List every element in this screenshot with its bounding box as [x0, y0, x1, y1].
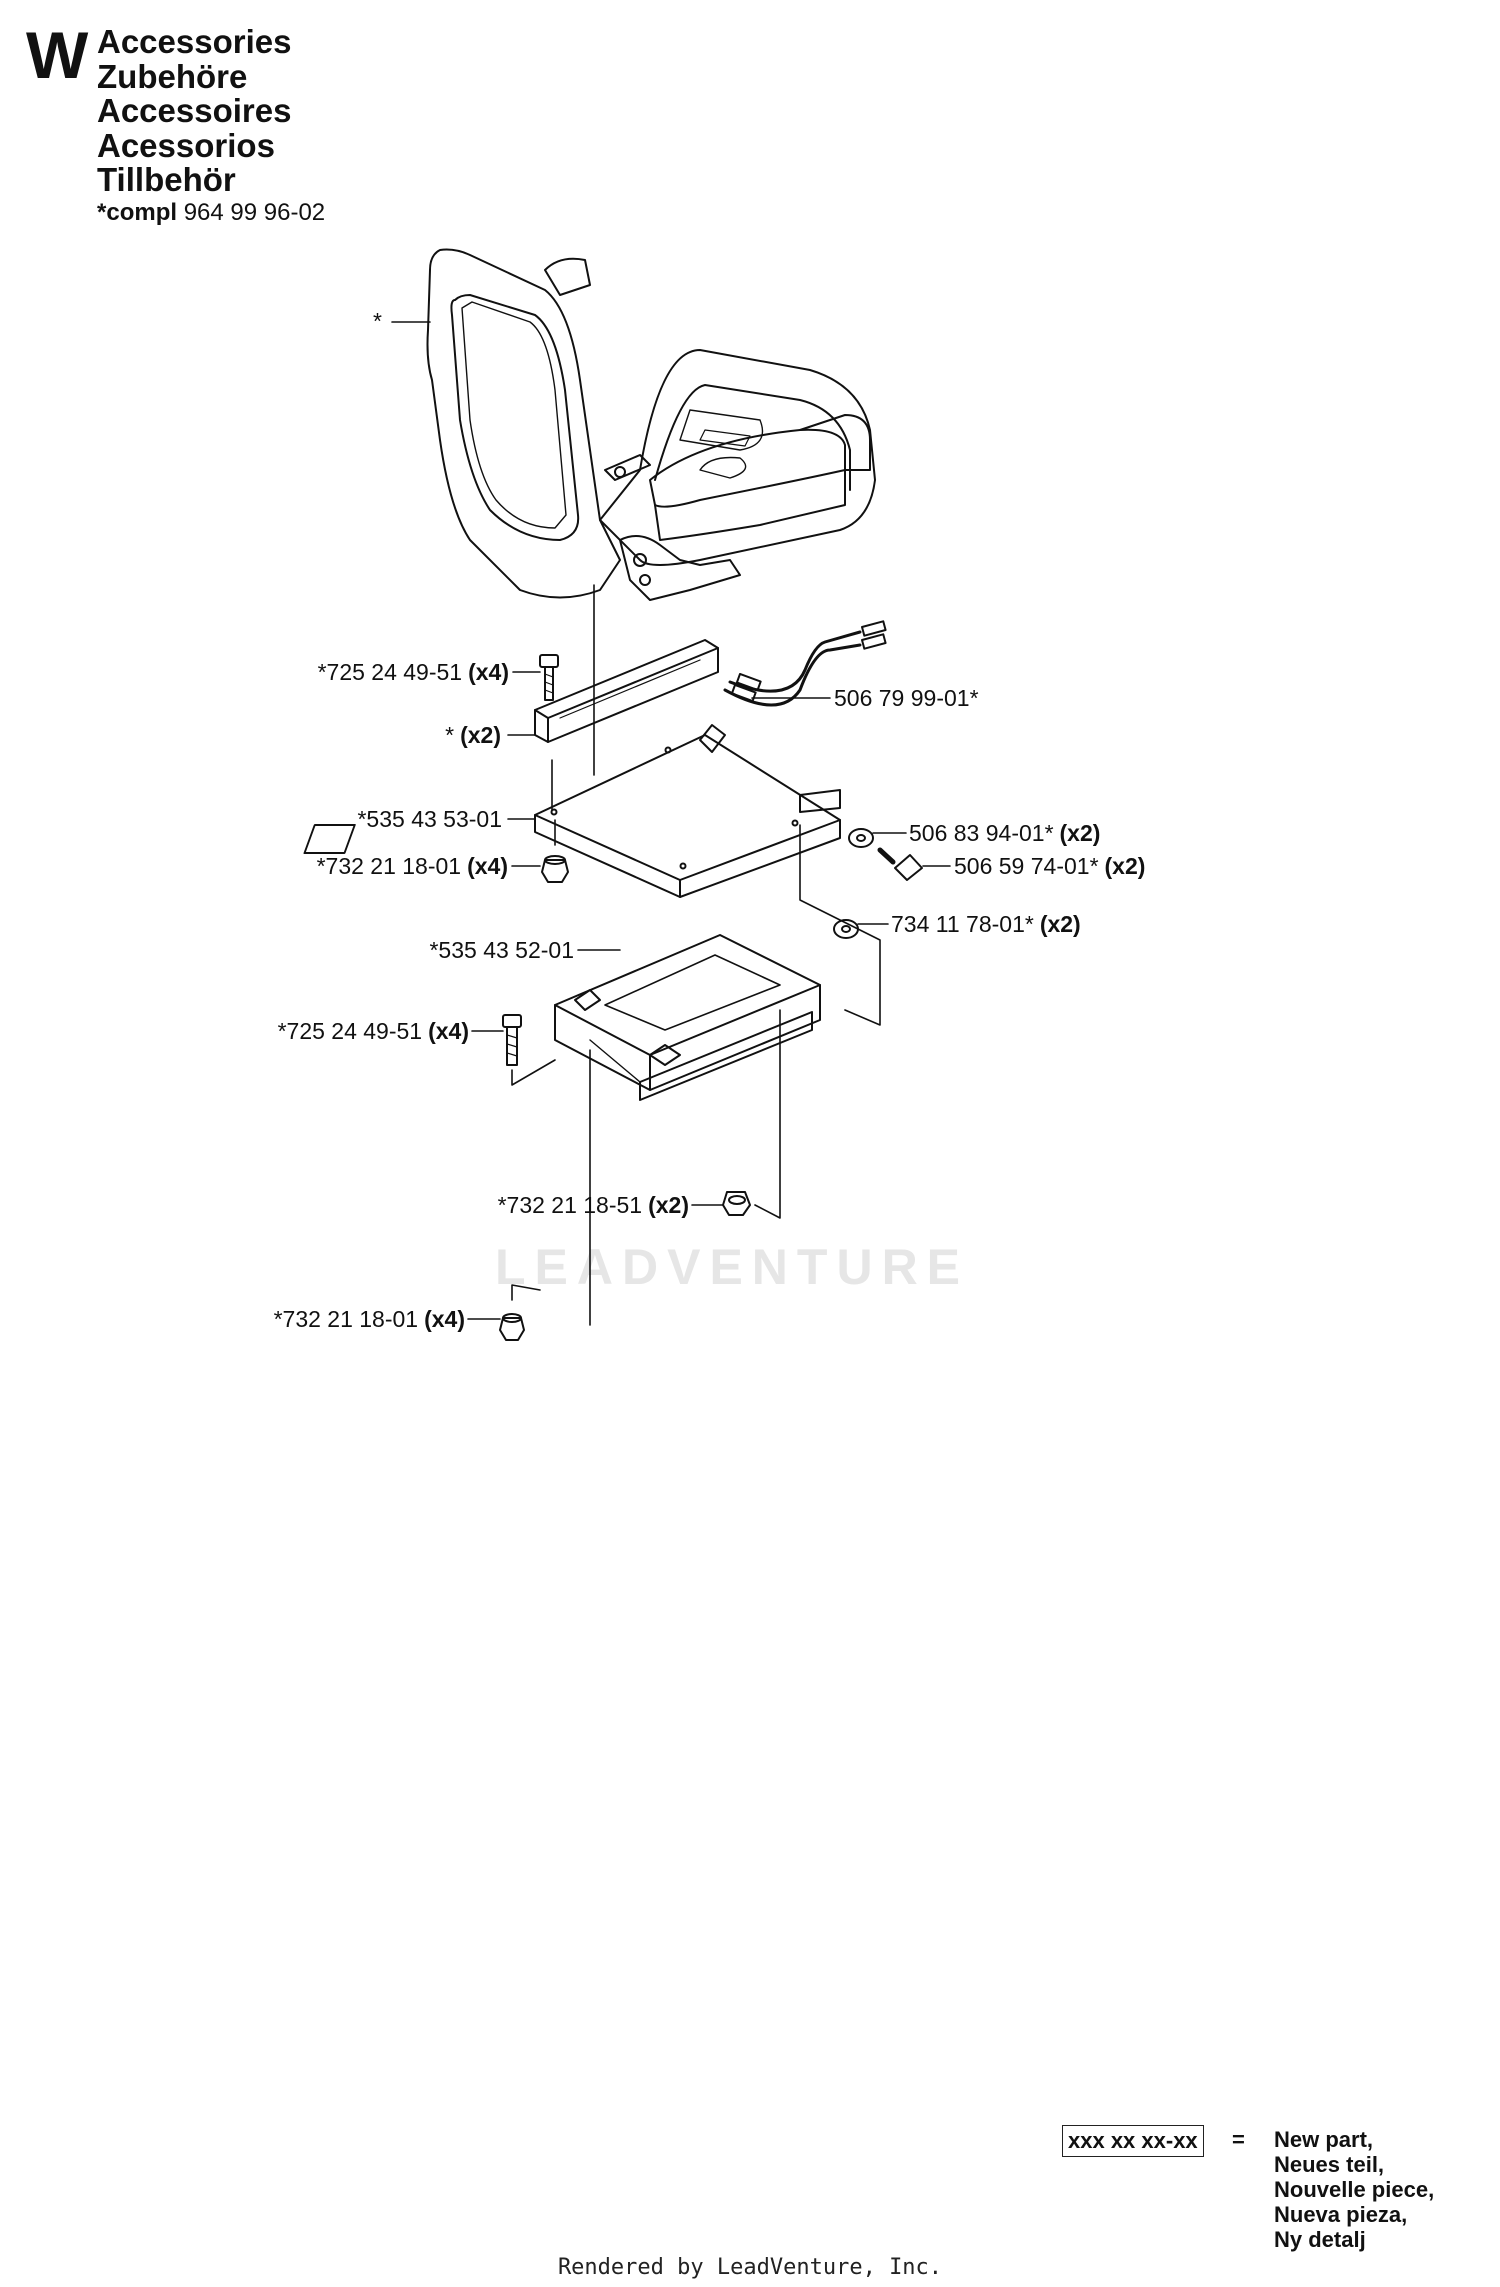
compl-number: 964 99 96-02: [183, 199, 326, 226]
seat-drawing: [426, 248, 876, 776]
seat-plate: [303, 724, 841, 898]
callout-0: *: [373, 308, 382, 334]
fastener-bolt-lower: [502, 1014, 522, 1066]
callout-9: *535 43 52-01: [429, 937, 574, 963]
callout-10: *725 24 49-51(x4): [278, 1018, 469, 1044]
fastener-washer-right: [848, 828, 874, 848]
callout-labels: * *725 24 49-51(x4) *(x2) 506 79 99-01* …: [274, 308, 1146, 1332]
assembly-lines: [511, 759, 881, 1326]
callout-8: 734 11 78-01*(x2): [891, 911, 1081, 937]
callout-4: *535 43 53-01: [357, 806, 502, 832]
title-pt: Acessorios: [97, 126, 275, 164]
legend-line-es: Nueva pieza,: [1274, 2202, 1408, 2227]
callout-2: *(x2): [445, 722, 501, 748]
callout-6: *732 21 18-01(x4): [317, 853, 508, 879]
title-de: Zubehöre: [97, 57, 248, 95]
legend-line-en: New part,: [1274, 2127, 1374, 2152]
seat-rail: [534, 639, 719, 743]
title-sv: Tillbehör: [97, 161, 236, 198]
callout-12: *732 21 18-01(x4): [274, 1306, 465, 1332]
title-en: Accessories: [97, 23, 292, 60]
legend-line-fr: Nouvelle piece,: [1274, 2177, 1435, 2202]
section-letter: W: [26, 18, 89, 92]
fastener-nut-top: [541, 855, 569, 883]
wiring-harness: [723, 620, 887, 707]
watermark-text: LEADVENTURE: [495, 1239, 970, 1295]
legend-meaning: New part, Neues teil, Nouvelle piece, Nu…: [1274, 2127, 1434, 2252]
footer-credit: Rendered by LeadVenture, Inc.: [557, 2255, 943, 2280]
legend-line-sv: Ny detalj: [1274, 2227, 1366, 2252]
callout-7: 506 59 74-01*(x2): [954, 853, 1145, 879]
seat-mount-frame: [554, 934, 821, 1101]
callout-5: 506 83 94-01*(x2): [909, 820, 1100, 846]
callout-1: *725 24 49-51(x4): [318, 659, 509, 685]
callout-3: 506 79 99-01*: [834, 685, 979, 711]
fastener-nut-middle: [722, 1191, 751, 1216]
section-titles: Accessories Zubehöre Accessoires Acessor…: [97, 23, 292, 198]
legend-line-de: Neues teil,: [1274, 2152, 1385, 2177]
fastener-bolt-top: [539, 654, 559, 701]
fastener-bolt-right: [877, 847, 923, 881]
callout-11: *732 21 18-51(x2): [498, 1192, 689, 1218]
legend-equals: =: [1232, 2127, 1245, 2152]
title-fr: Accessoires: [97, 92, 292, 129]
fastener-nut-bottom: [499, 1313, 525, 1341]
callout-leaders: [391, 321, 951, 1320]
compl-line: *compl 964 99 96-02: [97, 199, 325, 227]
compl-label: *compl: [97, 199, 178, 226]
legend-part-number-box: xxx xx xx-xx: [1062, 2125, 1204, 2157]
